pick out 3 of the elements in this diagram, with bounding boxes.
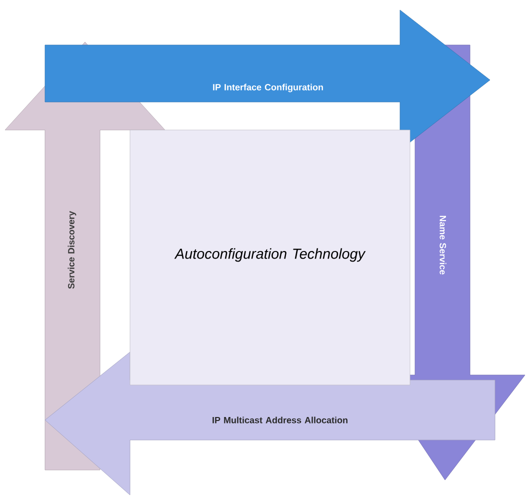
arrow-band: IP Interface Configuration (44, 10, 490, 150)
arrow-band: IP Multicast Address Allocation (44, 352, 496, 496)
center-square: Autoconfiguration Technology (130, 130, 410, 386)
